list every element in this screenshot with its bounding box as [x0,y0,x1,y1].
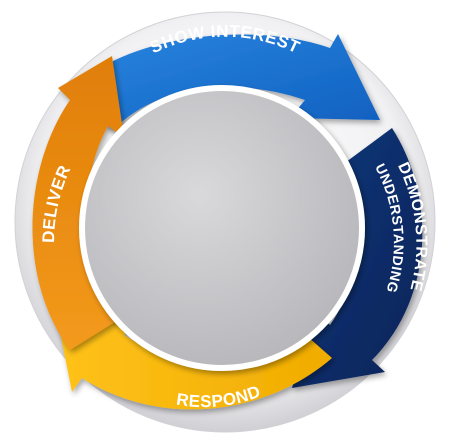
deliver-arrow [32,56,124,350]
center-disc [79,85,365,371]
show-interest-arrow [70,34,380,130]
